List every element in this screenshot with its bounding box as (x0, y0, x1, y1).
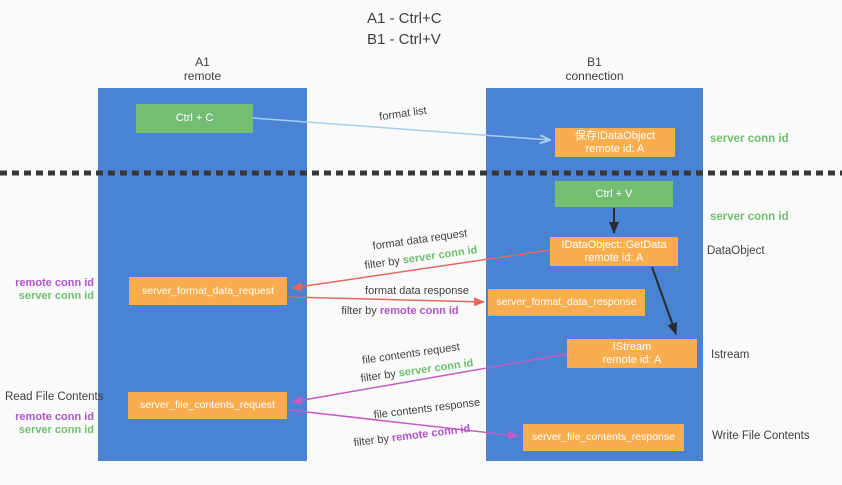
conn-id-pair-file: remote conn id server conn id (0, 411, 94, 437)
file-contents-response-arrow (288, 409, 519, 440)
getdata-line2: remote id: A (584, 251, 644, 264)
ctrl-c-label: Ctrl + C (175, 112, 214, 124)
conn-id-pair-format: remote conn id server conn id (0, 277, 94, 303)
filter-by-text: filter by (341, 305, 377, 317)
save-idataobject-box: 保存IDataObject remote id: A (555, 128, 675, 157)
lane-header-b1: B1 connection (486, 55, 703, 83)
save-idataobject-line2: remote id: A (585, 142, 645, 155)
format-data-response-label: format data response (365, 285, 469, 297)
ctrl-c-box: Ctrl + C (136, 104, 253, 133)
dataobject-side-label: DataObject (707, 245, 765, 257)
read-file-contents-label: Read File Contents (5, 391, 104, 403)
ctrl-v-box: Ctrl + V (555, 181, 673, 207)
server-format-data-request-label: server_format_data_request (142, 284, 274, 297)
lane-a1-name: A1 (195, 55, 210, 69)
title-line-ctrl-c: A1 - Ctrl+C (367, 10, 442, 27)
istream-line1: IStream (612, 340, 652, 353)
server-format-data-response-label: server_format_data_response (496, 296, 637, 308)
format-list-arrow (252, 117, 550, 140)
write-file-contents-label: Write File Contents (712, 430, 810, 442)
remote-conn-id-text: remote conn id (379, 305, 459, 317)
idataobject-getdata-box: IDataObject::GetData remote id: A (550, 237, 678, 266)
lane-b1-role: connection (565, 69, 624, 83)
server-file-contents-request-box: server_file_contents_request (128, 392, 287, 419)
title-line-ctrl-v: B1 - Ctrl+V (367, 31, 441, 48)
server-file-contents-request-label: server_file_contents_request (140, 399, 275, 411)
remote-conn-id-side-label: remote conn id (15, 411, 94, 423)
format-data-response-arrow (288, 296, 485, 307)
remote-conn-id-side-label: remote conn id (15, 277, 94, 289)
file-contents-request-arrow (291, 353, 568, 405)
istream-side-label: Istream (711, 349, 750, 361)
server-conn-id-side-label: server conn id (18, 290, 94, 302)
istream-box: IStream remote id: A (567, 339, 697, 368)
server-conn-id-side-label-mid: server conn id (710, 211, 789, 223)
server-file-contents-response-label: server_file_contents_response (531, 431, 675, 443)
lane-b1-name: B1 (587, 55, 602, 69)
istream-line2: remote id: A (602, 353, 662, 366)
diagram-title: A1 - Ctrl+C B1 - Ctrl+V (367, 8, 442, 50)
format-data-request-arrow (291, 249, 551, 292)
server-file-contents-response-box: server_file_contents_response (523, 424, 684, 451)
lane-a1-role: remote (183, 69, 222, 83)
server-format-data-request-box: server_format_data_request (129, 277, 287, 305)
lane-header-a1: A1 remote (98, 55, 307, 83)
server-conn-id-side-label-top: server conn id (710, 133, 789, 145)
server-format-data-response-box: server_format_data_response (488, 289, 645, 316)
getdata-to-istream-arrow (651, 266, 677, 335)
ctrl-v-label: Ctrl + V (595, 187, 633, 200)
getdata-line1: IDataObject::GetData (561, 238, 667, 251)
server-conn-id-side-label: server conn id (18, 424, 94, 436)
save-idataobject-line1: 保存IDataObject (574, 129, 656, 142)
